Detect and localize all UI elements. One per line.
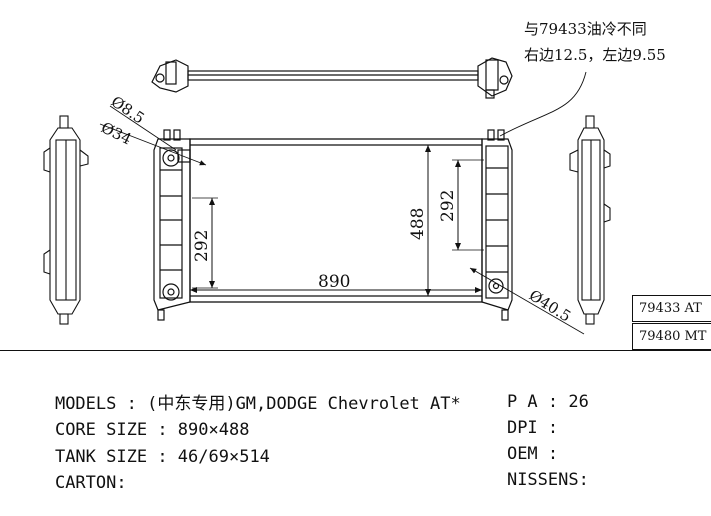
diameter-mid-label: Ø34 <box>98 118 134 148</box>
radiator-drawing: 890 488 292 292 Ø8.5 Ø34 Ø40.5 与79433油冷不… <box>43 20 666 335</box>
dimension-width-label: 890 <box>318 272 350 292</box>
core-size-row: CORE SIZE : 890×488 <box>54 420 250 440</box>
oem-label: OEM <box>506 444 538 464</box>
tank-size-label: TANK SIZE <box>54 447 148 467</box>
left-side-view <box>43 115 89 325</box>
nissens-label: NISSENS: <box>506 470 589 490</box>
pa-value: 26 <box>568 392 589 412</box>
dimension-width: 890 <box>190 272 482 293</box>
dimension-right-span-label: 292 <box>438 190 458 222</box>
left-tank <box>153 129 191 321</box>
right-tank <box>481 129 513 321</box>
core-size-value: 890×488 <box>177 420 250 440</box>
models-value: (中东专用)GM,DODGE Chevrolet AT* <box>147 394 461 414</box>
models-label: MODELS <box>54 394 117 414</box>
dimension-left-span-label: 292 <box>192 230 212 262</box>
part-number-table: 79433 AT 79480 MT <box>632 295 711 351</box>
tank-size-row: TANK SIZE : 46/69×514 <box>54 447 270 467</box>
top-support-bar <box>151 57 513 99</box>
carton-label: CARTON: <box>54 473 127 493</box>
dpi-label: DPI <box>506 418 538 438</box>
note-line-2: 右边12.5，左边9.55 <box>524 46 666 64</box>
right-side-view <box>569 115 611 325</box>
dimension-height: 488 <box>408 145 431 296</box>
carton-row: CARTON: <box>14 450 127 516</box>
dimension-right-span: 292 <box>438 159 484 251</box>
spec-panel: MODELS : (中东专用)GM,DODGE Chevrolet AT* CO… <box>0 350 711 493</box>
models-row: MODELS : (中东专用)GM,DODGE Chevrolet AT* <box>54 394 461 414</box>
tank-size-value: 46/69×514 <box>177 447 270 467</box>
dimension-left-span: 292 <box>192 197 218 289</box>
dimension-height-label: 488 <box>408 208 428 240</box>
nissens-row: NISSENS: <box>466 447 589 513</box>
part-number-1: 79433 AT <box>632 295 711 322</box>
oem-row: OEM : <box>506 444 569 464</box>
pa-label: P A <box>506 392 538 412</box>
part-number-2: 79480 MT <box>632 323 711 350</box>
design-note: 与79433油冷不同 右边12.5，左边9.55 <box>524 20 666 64</box>
note-line-1: 与79433油冷不同 <box>524 20 647 38</box>
core-size-label: CORE SIZE <box>54 420 148 440</box>
dpi-row: DPI : <box>506 418 569 438</box>
pa-row: P A : 26 <box>506 392 589 412</box>
diameter-big-label: Ø40.5 <box>526 286 574 325</box>
